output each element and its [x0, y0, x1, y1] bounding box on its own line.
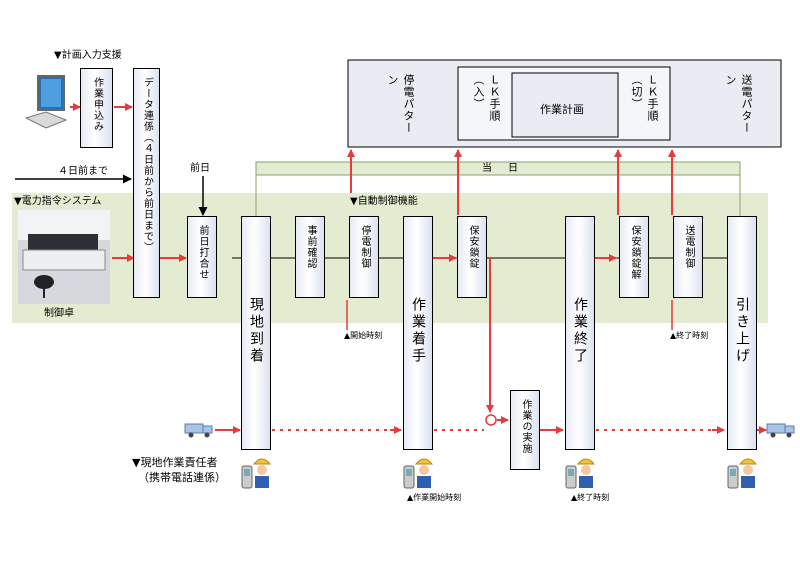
data-link-box: データ連係（４日前から前日まで）: [133, 68, 160, 298]
work-start-time-label: ▲作業開始時刻: [407, 493, 462, 502]
restore-pattern-label: 送電パターン: [724, 74, 753, 134]
field-end-time-label: ▲終了時刻: [571, 493, 610, 502]
power-command-title: ▼電力指令システム: [14, 196, 102, 207]
work-start-box: 作業着手: [403, 216, 433, 450]
outage-pattern-label: 停電パターン: [386, 74, 415, 134]
laptop-icon: [24, 75, 68, 129]
safety-lock-box: 保安鎖錠: [457, 216, 487, 298]
auto-control-title: ▼自動制御機能: [350, 196, 418, 207]
work-plan-label: 作業計画: [540, 103, 584, 116]
worker-phone-icon: [565, 458, 596, 489]
worker-phone-icon: [241, 458, 272, 489]
truck-icon: [184, 423, 213, 438]
work-application-box: 作業申込み: [80, 68, 113, 148]
lk-in-label: ＬＫ手順（入）: [472, 74, 501, 122]
safety-unlock-box: 保安鎖錠解: [619, 216, 649, 298]
outage-control-box: 停電制御: [349, 216, 379, 298]
worker-phone-icon: [727, 458, 758, 489]
truck-icon: [766, 423, 795, 438]
day-before-meeting-box: 前日打合せ: [187, 216, 217, 298]
responsible-title: ▼現地作業責任者: [132, 456, 218, 469]
work-execution-box: 作業の実施: [510, 390, 540, 470]
pre-confirmation-box: 事前確認: [295, 216, 325, 298]
control-desk-image: [18, 210, 110, 304]
lk-off-label: ＬＫ手順（切）: [630, 74, 659, 122]
arrival-box: 現地到着: [241, 216, 271, 450]
worker-phone-icon: [403, 458, 434, 489]
power-restore-control-box: 送電制御: [673, 216, 703, 298]
withdraw-box: 引き上げ: [727, 216, 757, 450]
four-days-before-label: ４日前まで: [58, 166, 108, 177]
same-day-label: 当 日: [482, 163, 521, 174]
end-time-label: ▲終了時刻: [670, 331, 709, 340]
responsible-note: （携帯電話連係）: [138, 471, 226, 484]
control-desk-caption: 制御卓: [44, 308, 74, 319]
start-time-label: ▲開始時刻: [344, 331, 383, 340]
planning-title: ▼計画入力支援: [54, 50, 122, 61]
day-before-label: 前日: [190, 163, 210, 174]
work-end-box: 作業終了: [565, 216, 595, 450]
